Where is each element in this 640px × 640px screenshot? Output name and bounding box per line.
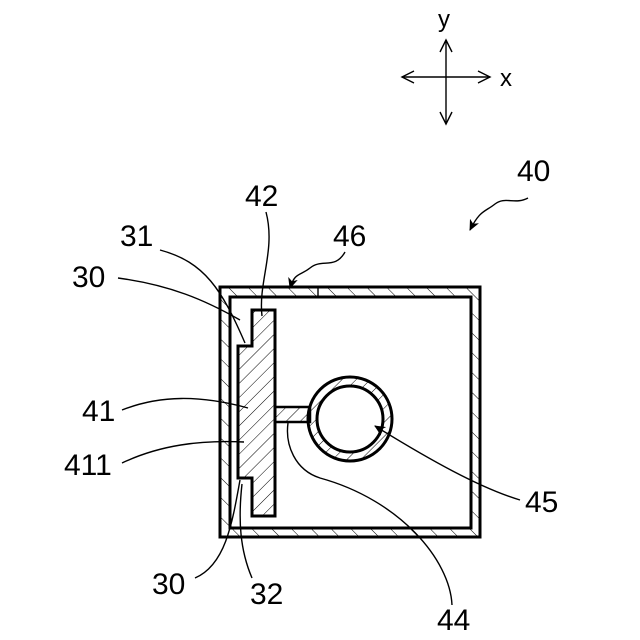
reference-labels: 40 42 46 31 30 41 411 45 30 32 44	[64, 155, 558, 637]
leader-46	[290, 252, 345, 288]
connector-44	[275, 407, 310, 422]
leader-45	[375, 426, 520, 500]
label-42: 42	[245, 180, 278, 213]
leader-40	[470, 198, 528, 230]
label-30-top: 30	[72, 261, 105, 294]
axis-indicator: y x	[402, 6, 512, 124]
leader-42	[261, 212, 269, 316]
label-45: 45	[525, 486, 558, 519]
ring-inner	[317, 386, 383, 452]
label-32: 32	[250, 578, 283, 611]
y-axis-label: y	[438, 6, 450, 33]
label-30-bottom: 30	[152, 568, 185, 601]
label-46: 46	[333, 220, 366, 253]
label-411: 411	[64, 449, 112, 482]
label-31: 31	[120, 220, 153, 253]
label-40: 40	[517, 155, 550, 188]
label-41: 41	[82, 395, 115, 428]
connector-bar	[275, 407, 310, 422]
label-44: 44	[437, 604, 470, 637]
ring-45	[308, 377, 392, 461]
x-axis-label: x	[500, 65, 512, 92]
